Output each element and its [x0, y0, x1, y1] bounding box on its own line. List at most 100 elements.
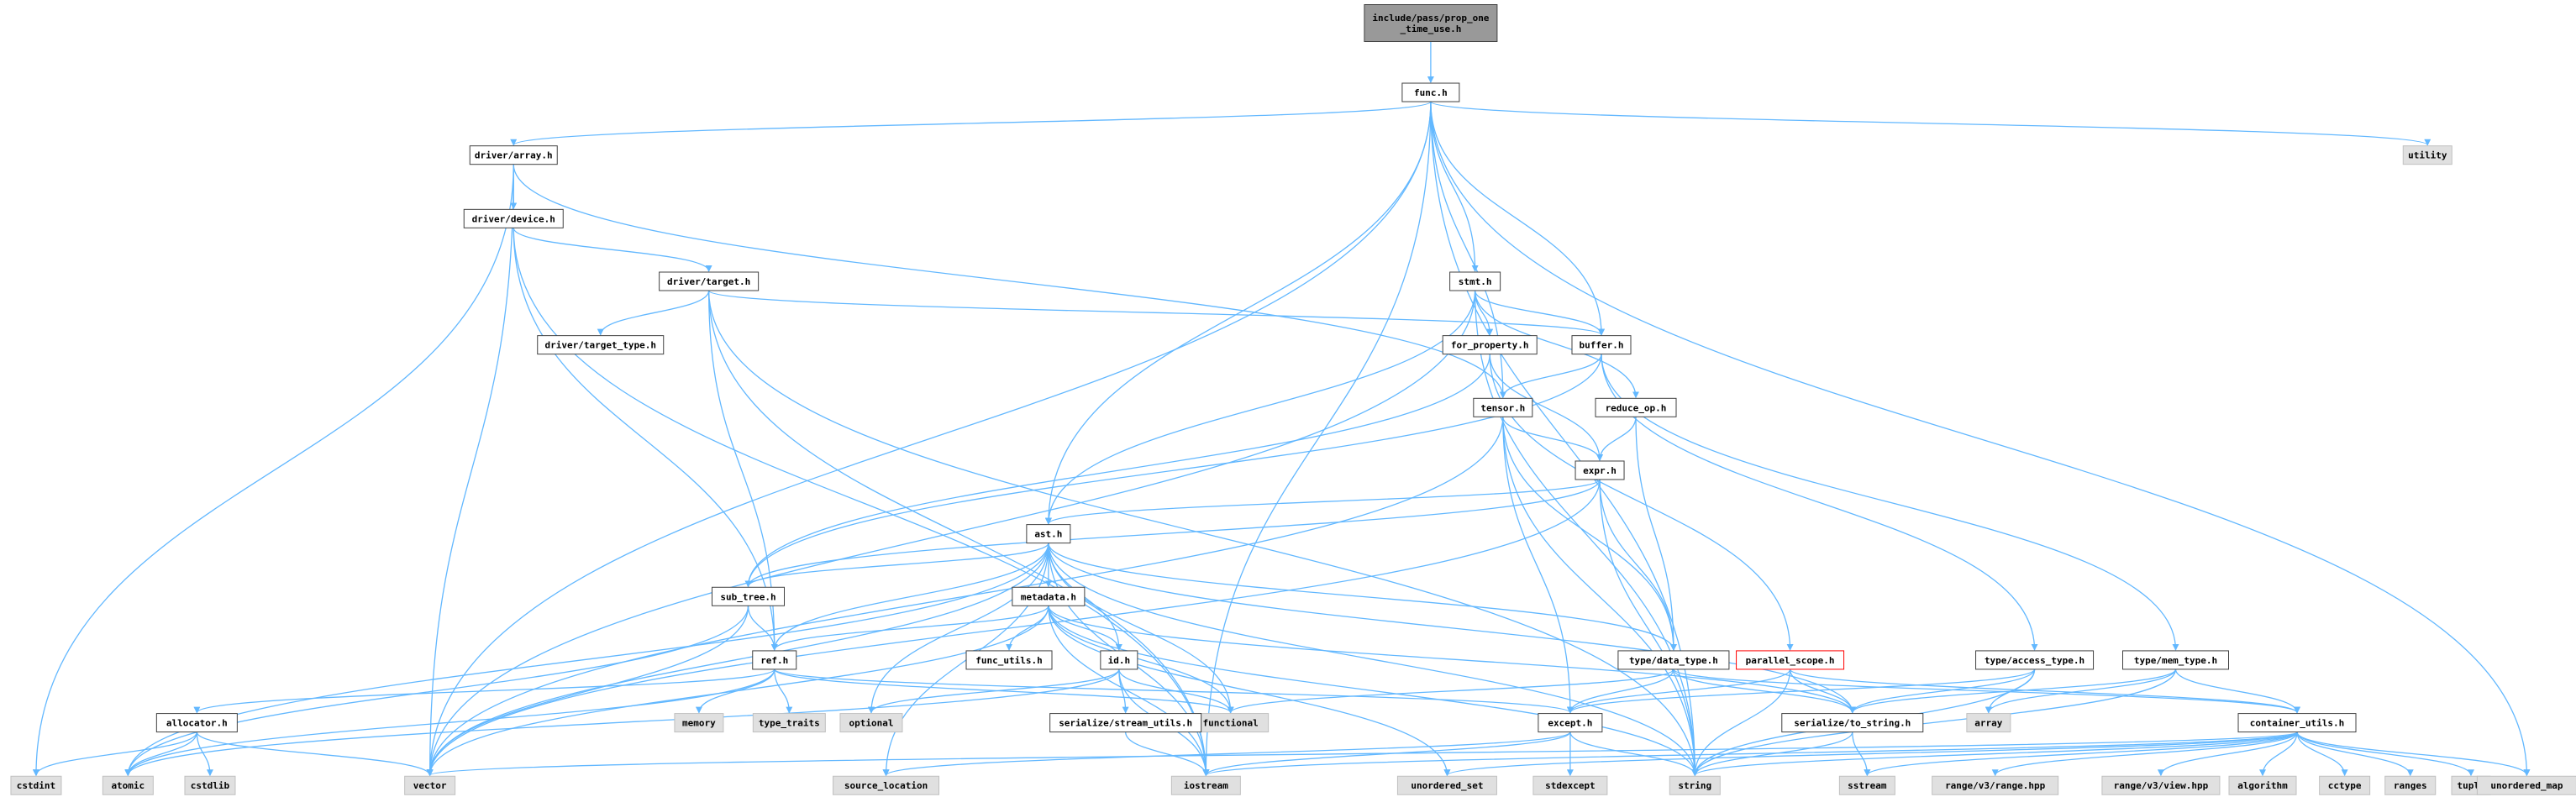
- node-parallel_scope[interactable]: parallel_scope.h: [1736, 650, 1845, 670]
- edge-driver_array-to-vector: [426, 164, 514, 777]
- node-label-string: string: [1678, 780, 1711, 791]
- edge-tensor-to-vector: [426, 417, 1504, 777]
- node-label-iostream: iostream: [1184, 780, 1228, 791]
- edge-data_type-to-except: [1566, 669, 1674, 714]
- edge-stmt-to-vector: [426, 290, 1476, 777]
- edge-parallel_scope-to-string: [1691, 669, 1791, 777]
- node-label-root: include/pass/prop_one: [1372, 13, 1489, 24]
- node-label-parallel_scope: parallel_scope.h: [1746, 655, 1835, 666]
- node-to_string[interactable]: serialize/to_string.h: [1781, 713, 1924, 733]
- node-box-utility: [2402, 145, 2452, 165]
- node-string: string: [1669, 775, 1721, 795]
- edge-parallel_scope-to-container_utils: [1789, 669, 2300, 714]
- node-access_type[interactable]: type/access_type.h: [1975, 650, 2095, 670]
- edge-allocator-to-vector: [196, 731, 434, 777]
- node-iostream: iostream: [1170, 775, 1241, 795]
- edge-sub_tree-to-ref: [747, 606, 778, 651]
- edge-driver_target-to-buffer: [707, 290, 1605, 336]
- node-ast[interactable]: ast.h: [1026, 524, 1071, 544]
- node-func_utils[interactable]: func_utils.h: [965, 650, 1053, 670]
- node-driver_array[interactable]: driver/array.h: [469, 145, 558, 165]
- node-cstdlib: cstdlib: [184, 775, 236, 795]
- node-sub_tree[interactable]: sub_tree.h: [712, 586, 786, 606]
- node-label-cstdlib: cstdlib: [191, 780, 230, 791]
- edge-driver_target-to-driver_target_type: [597, 290, 710, 336]
- edge-func-to-stmt: [1430, 102, 1479, 272]
- edge-container_utils-to-view_hpp: [2157, 731, 2298, 777]
- node-label-metadata: metadata.h: [1021, 591, 1076, 602]
- node-label-id: id.h: [1108, 655, 1131, 666]
- node-label-stream_utils: serialize/stream_utils.h: [1059, 718, 1192, 729]
- node-label-sub_tree: sub_tree.h: [720, 591, 775, 602]
- node-view_hpp: range/v3/view.hpp: [2101, 775, 2221, 795]
- node-box-container_utils: [2237, 713, 2357, 733]
- edge-ref-to-memory: [695, 669, 775, 714]
- node-reduce_op[interactable]: reduce_op.h: [1595, 397, 1677, 417]
- node-utility: utility: [2402, 145, 2452, 165]
- edge-tensor-to-expr: [1502, 417, 1604, 461]
- node-stmt[interactable]: stmt.h: [1449, 271, 1501, 291]
- edge-container_utils-to-tuple: [2296, 731, 2474, 777]
- edge-container_utils-to-iostream: [1202, 731, 2298, 777]
- node-label-driver_device: driver/device.h: [472, 213, 555, 224]
- edge-access_type-to-except: [1567, 669, 2036, 714]
- node-box-parallel_scope: [1736, 650, 1845, 670]
- edge-stmt-to-buffer: [1474, 290, 1605, 336]
- node-for_property[interactable]: for_property.h: [1442, 335, 1538, 355]
- node-root[interactable]: include/pass/prop_one_time_use.h: [1364, 4, 1498, 43]
- node-box-source_location: [833, 775, 940, 795]
- node-ref[interactable]: ref.h: [752, 650, 797, 670]
- node-data_type[interactable]: type/data_type.h: [1617, 650, 1730, 670]
- node-memory: memory: [674, 713, 724, 733]
- node-box-expr: [1575, 460, 1625, 480]
- edge-container_utils-to-cctype: [2296, 731, 2348, 777]
- node-label-vector: vector: [413, 780, 447, 791]
- node-label-driver_array: driver/array.h: [475, 150, 553, 161]
- node-box-to_string: [1781, 713, 1924, 733]
- node-driver_target[interactable]: driver/target.h: [659, 271, 760, 291]
- edge-ast-to-vector: [426, 543, 1049, 777]
- edge-ast-to-sub_tree: [744, 543, 1049, 588]
- edge-func-to-unordered_map: [1430, 102, 2531, 777]
- node-label-stdexcept: stdexcept: [1545, 780, 1596, 791]
- node-label-ranges: ranges: [2394, 780, 2427, 791]
- node-box-allocator: [155, 713, 238, 733]
- node-func[interactable]: func.h: [1401, 82, 1460, 102]
- node-container_utils[interactable]: container_utils.h: [2237, 713, 2357, 733]
- edge-func-to-utility: [1430, 101, 2431, 146]
- edge-buffer-to-mem_type: [1601, 354, 2179, 651]
- node-box-vector: [404, 775, 456, 795]
- node-sstream: sstream: [1838, 775, 1895, 795]
- edge-mem_type-to-to_string: [1848, 669, 2177, 714]
- node-except[interactable]: except.h: [1538, 713, 1603, 733]
- node-label-cctype: cctype: [2328, 780, 2362, 791]
- node-box-cctype: [2319, 775, 2371, 795]
- edge-sub_tree-to-vector: [426, 606, 749, 777]
- edge-container_utils-to-ranges: [2296, 731, 2414, 777]
- edge-id-to-atomic: [124, 669, 1120, 777]
- node-mem_type[interactable]: type/mem_type.h: [2122, 650, 2230, 670]
- edge-allocator-to-cstdlib: [196, 731, 213, 777]
- edge-except-to-string: [1569, 731, 1699, 777]
- edge-buffer-to-sub_tree: [744, 354, 1602, 588]
- node-stream_utils[interactable]: serialize/stream_utils.h: [1049, 713, 1202, 733]
- node-driver_device[interactable]: driver/device.h: [463, 208, 564, 228]
- node-box-unordered_set: [1396, 775, 1497, 795]
- node-box-iostream: [1170, 775, 1241, 795]
- node-allocator[interactable]: allocator.h: [155, 713, 238, 733]
- edge-reduce_op-to-expr: [1596, 417, 1637, 461]
- node-metadata[interactable]: metadata.h: [1012, 586, 1086, 606]
- node-id[interactable]: id.h: [1100, 650, 1138, 670]
- node-box-memory: [674, 713, 724, 733]
- edge-ref-to-atomic: [124, 669, 775, 777]
- edge-container_utils-to-unordered_set: [1443, 731, 2298, 777]
- node-expr[interactable]: expr.h: [1575, 460, 1625, 480]
- node-ranges: ranges: [2384, 775, 2437, 795]
- edge-sub_tree-to-atomic: [124, 606, 749, 777]
- node-tensor[interactable]: tensor.h: [1473, 397, 1533, 417]
- edge-expr-to-data_type: [1599, 479, 1677, 651]
- node-buffer[interactable]: buffer.h: [1571, 335, 1632, 355]
- edge-allocator-to-atomic: [124, 731, 197, 777]
- node-driver_target_type[interactable]: driver/target_type.h: [537, 335, 665, 355]
